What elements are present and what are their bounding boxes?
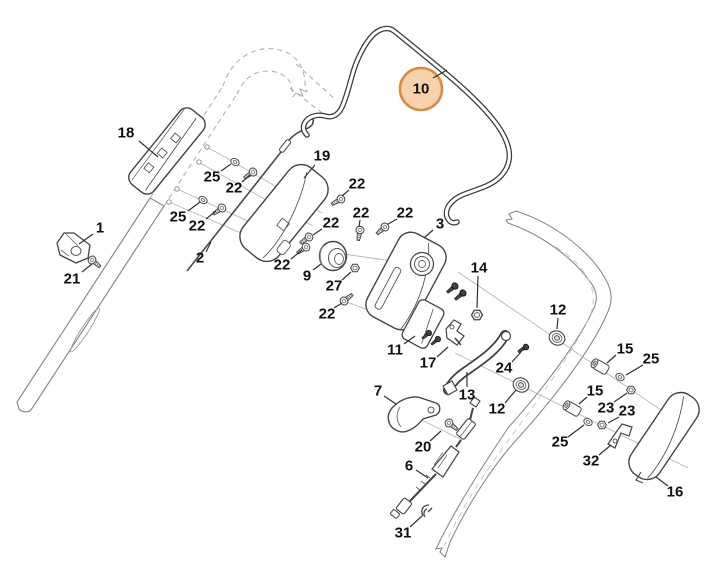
leader-line-1-2 bbox=[78, 233, 94, 245]
leader-line-22-5 bbox=[241, 174, 251, 183]
leader-line-21-3 bbox=[81, 263, 93, 273]
part-label-1-2[interactable]: 1 bbox=[95, 219, 105, 237]
part-7-grip[interactable] bbox=[387, 396, 441, 433]
part-label-22-15[interactable]: 22 bbox=[273, 256, 291, 274]
right-handle-tube bbox=[435, 210, 612, 559]
part-label-11-20[interactable]: 11 bbox=[387, 341, 403, 359]
part-label-22-7[interactable]: 22 bbox=[188, 217, 206, 235]
leader-line-2-8 bbox=[205, 241, 212, 253]
part-label-3-13[interactable]: 3 bbox=[435, 215, 445, 233]
part-label-22-14[interactable]: 22 bbox=[322, 214, 340, 232]
leader-line-19-9 bbox=[303, 164, 316, 179]
leader-line-23-26 bbox=[613, 392, 628, 403]
part-label-15-28[interactable]: 15 bbox=[586, 382, 604, 400]
part-32-bracket[interactable] bbox=[607, 423, 633, 449]
leader-line-3-13 bbox=[423, 229, 434, 239]
part-label-15-24[interactable]: 15 bbox=[616, 340, 634, 358]
leader-line-22-11 bbox=[358, 219, 361, 228]
leader-line-17-21 bbox=[436, 346, 449, 358]
leader-line-20-35 bbox=[429, 430, 442, 442]
leader-line-22-18 bbox=[333, 302, 343, 309]
part-label-32-31[interactable]: 32 bbox=[582, 452, 600, 470]
part-label-23-29[interactable]: 23 bbox=[618, 402, 636, 420]
part-label-22-12[interactable]: 22 bbox=[396, 204, 414, 222]
leader-line-22-15 bbox=[290, 249, 303, 260]
part-label-17-21[interactable]: 17 bbox=[419, 354, 437, 372]
leader-line-12-27 bbox=[504, 389, 517, 404]
part-label-24-22[interactable]: 24 bbox=[495, 359, 513, 377]
leader-line-9-16 bbox=[312, 263, 322, 271]
leader-line-11-20 bbox=[403, 335, 416, 345]
part-label-12-27[interactable]: 12 bbox=[488, 400, 506, 418]
part-31-clip[interactable] bbox=[421, 504, 433, 518]
part-label-27-17[interactable]: 27 bbox=[325, 277, 343, 295]
part-label-9-16[interactable]: 9 bbox=[302, 267, 312, 285]
part-label-7-33[interactable]: 7 bbox=[373, 382, 383, 400]
part-label-14-19[interactable]: 14 bbox=[470, 259, 488, 277]
part-1-clamp[interactable] bbox=[56, 232, 91, 264]
part-label-19-9[interactable]: 19 bbox=[313, 147, 331, 165]
part-18-cover[interactable] bbox=[125, 104, 209, 197]
leader-line-25-6 bbox=[187, 201, 201, 212]
part-2-throttle-cable[interactable] bbox=[186, 118, 315, 272]
part-10-bail-handle[interactable] bbox=[300, 25, 513, 226]
part-11-bracket[interactable] bbox=[400, 281, 468, 350]
part-19-cable-cover[interactable] bbox=[233, 158, 337, 270]
part-label-10-0[interactable]: 10 bbox=[412, 80, 430, 98]
leader-line-6-36 bbox=[415, 469, 429, 479]
part-13-lever-arm[interactable] bbox=[442, 330, 512, 396]
part-6-cable-adjuster[interactable] bbox=[390, 396, 481, 519]
part-label-23-26[interactable]: 23 bbox=[597, 399, 615, 417]
upper-handle-phantom bbox=[222, 48, 337, 117]
leader-line-22-12 bbox=[387, 218, 398, 225]
leader-line-23-29 bbox=[607, 416, 620, 424]
part-label-22-18[interactable]: 22 bbox=[318, 305, 336, 323]
leader-line-12-23 bbox=[556, 317, 559, 330]
highlight-circle-part-10[interactable] bbox=[398, 66, 444, 112]
leader-line-22-10 bbox=[341, 189, 350, 197]
part-label-16-32[interactable]: 16 bbox=[666, 483, 684, 501]
leader-line-27-17 bbox=[341, 271, 352, 281]
leader-line-14-19 bbox=[476, 275, 479, 309]
leader-line-24-22 bbox=[511, 351, 522, 363]
part-label-12-23[interactable]: 12 bbox=[549, 301, 567, 319]
part-label-25-25[interactable]: 25 bbox=[642, 350, 660, 368]
part-label-25-6[interactable]: 25 bbox=[169, 208, 187, 226]
part-label-18-1[interactable]: 18 bbox=[117, 124, 135, 142]
part-label-20-35[interactable]: 20 bbox=[414, 438, 432, 456]
part-label-2-8[interactable]: 2 bbox=[195, 249, 205, 267]
part-label-22-10[interactable]: 22 bbox=[348, 175, 366, 193]
mount-boss-dots bbox=[166, 144, 210, 205]
leader-line-7-33 bbox=[383, 395, 397, 405]
leader-line-18-1 bbox=[138, 140, 159, 158]
leader-line-31-37 bbox=[409, 515, 423, 528]
leader-line-25-30 bbox=[567, 424, 585, 438]
part-label-22-5[interactable]: 22 bbox=[225, 179, 243, 197]
part-label-13-34[interactable]: 13 bbox=[458, 386, 476, 404]
leader-line-22-7 bbox=[205, 210, 217, 220]
leader-line-25-25 bbox=[625, 364, 644, 376]
leader-line-15-24 bbox=[606, 354, 617, 364]
part-label-31-37[interactable]: 31 bbox=[394, 524, 412, 542]
leader-line-16-32 bbox=[655, 476, 669, 487]
part-label-6-36[interactable]: 6 bbox=[404, 457, 414, 475]
part-9-knob[interactable] bbox=[318, 240, 348, 272]
leader-line-32-31 bbox=[598, 444, 612, 456]
part-label-21-3[interactable]: 21 bbox=[63, 270, 81, 288]
leader-line-10-0 bbox=[432, 69, 448, 79]
leader-line-22-14 bbox=[312, 228, 323, 236]
part-3-switch-housing[interactable] bbox=[361, 227, 451, 334]
part-label-22-11[interactable]: 22 bbox=[352, 204, 370, 222]
part-label-25-4[interactable]: 25 bbox=[203, 168, 221, 186]
part-17-lever[interactable] bbox=[445, 319, 465, 346]
part-16-cover[interactable] bbox=[623, 387, 705, 486]
part-label-25-30[interactable]: 25 bbox=[551, 433, 569, 451]
leader-line-25-4 bbox=[220, 163, 232, 172]
leader-line-15-28 bbox=[578, 396, 588, 405]
